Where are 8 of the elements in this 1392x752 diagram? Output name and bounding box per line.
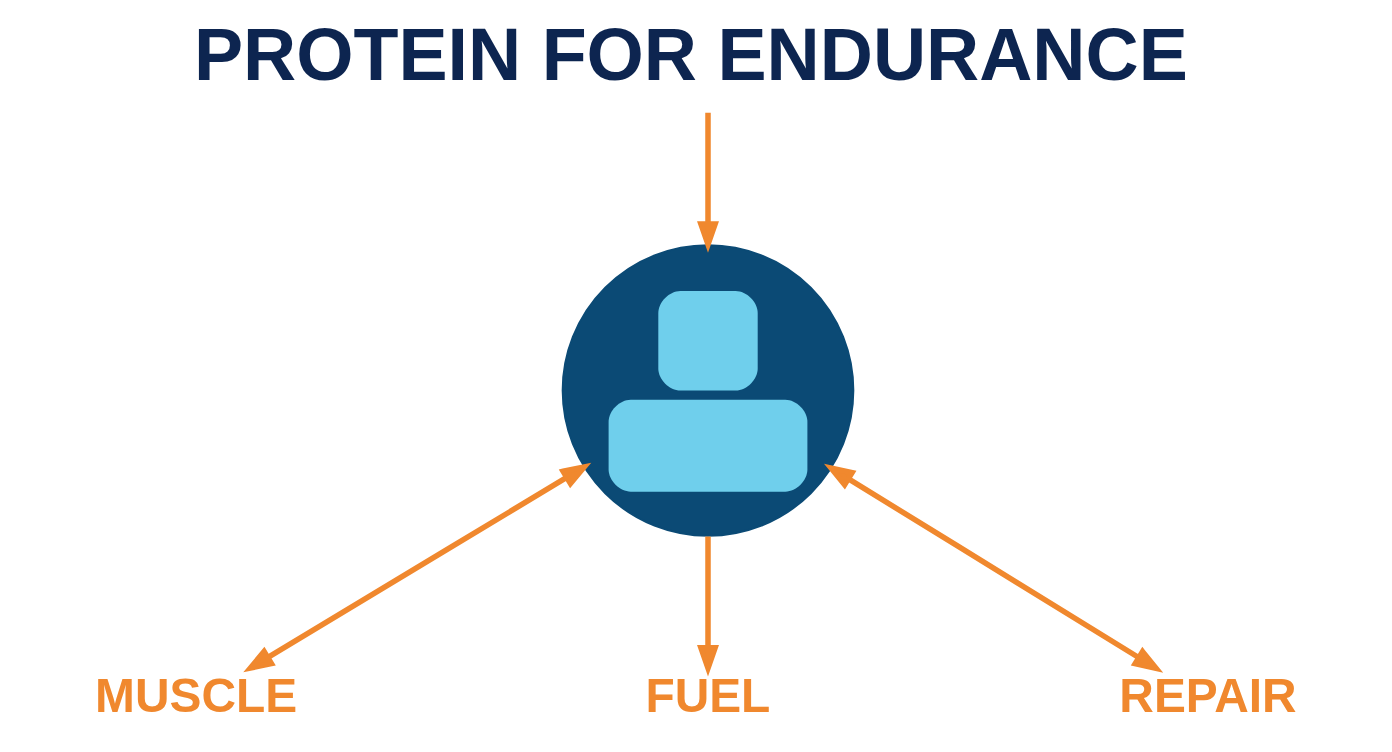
diagram-title: PROTEIN FOR ENDURANCE xyxy=(193,12,1188,96)
arrow xyxy=(242,462,591,673)
arrow xyxy=(696,112,719,253)
arrow xyxy=(696,536,719,677)
arrow xyxy=(823,463,1163,673)
node-text: MUSCLE xyxy=(94,669,297,723)
node-text: FUEL xyxy=(644,669,770,723)
node-text: REPAIR xyxy=(1118,669,1297,723)
